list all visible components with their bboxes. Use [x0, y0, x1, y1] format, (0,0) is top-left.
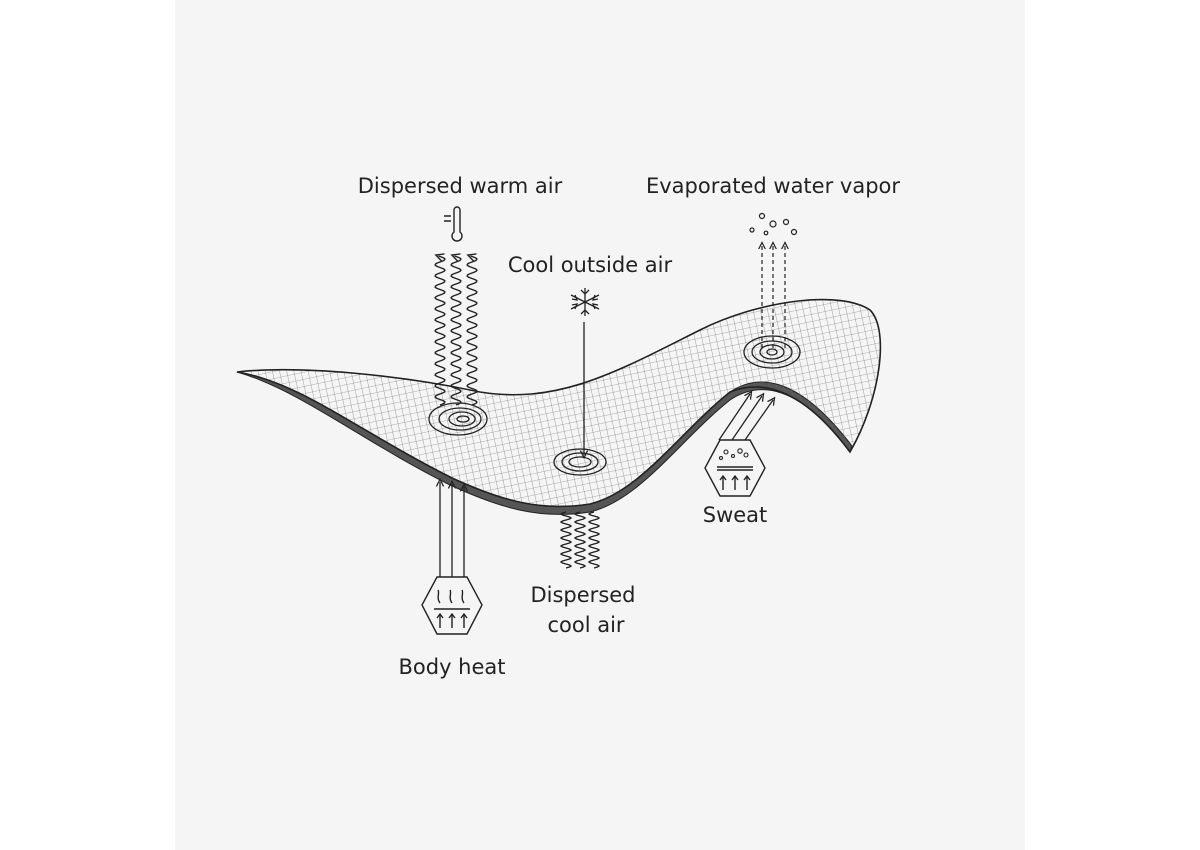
label-dispersed-warm-air: Dispersed warm air [357, 174, 563, 198]
cool-air-wavy-line [587, 511, 601, 569]
label-sweat: Sweat [702, 503, 768, 527]
body-heat-arrows [440, 482, 464, 582]
label-body-heat: Body heat [398, 655, 506, 679]
cool-air-wavy-lines [559, 511, 601, 569]
label-cool-outside-air: Cool outside air [507, 253, 673, 277]
warm-air-wavy-arrow [450, 256, 462, 406]
sweat-hexagon-icon [704, 439, 766, 497]
label-dispersed-cool-air-2: cool air [547, 613, 625, 637]
warm-air-wavy-arrows [434, 256, 478, 406]
label-dispersed-cool-air-1: Dispersed [530, 583, 636, 607]
snowflake-icon [570, 288, 600, 316]
warm-air-wavy-arrow [434, 256, 446, 406]
label-evaporated-water-vapor: Evaporated water vapor [645, 174, 901, 198]
vapor-ring-icon [743, 335, 801, 369]
sweat-arrows [718, 394, 773, 441]
vapor-arrows [762, 245, 785, 348]
body-heat-hexagon-icon [421, 576, 483, 635]
thermometer-icon [444, 206, 463, 242]
cool-air-wavy-line [573, 511, 587, 569]
cool-air-wavy-line [559, 511, 573, 569]
fabric-mesh-surface [236, 298, 882, 508]
water-vapor-bubbles-icon [749, 212, 798, 236]
warm-air-ring-icon [428, 402, 488, 436]
warm-air-wavy-arrow [466, 256, 478, 406]
